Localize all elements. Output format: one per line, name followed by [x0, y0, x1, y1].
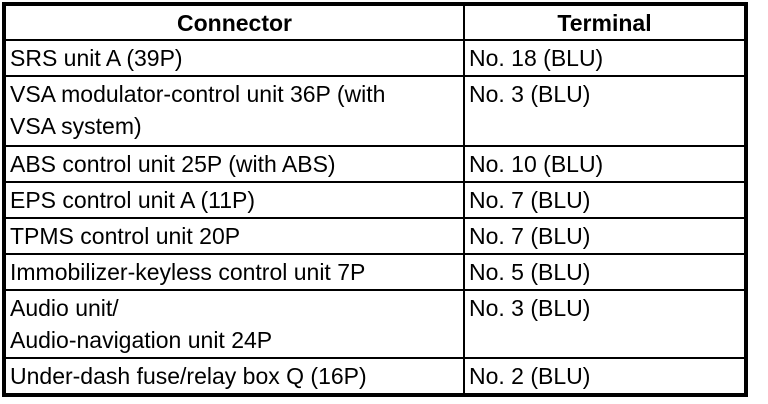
- terminal-cell: No. 5 (BLU): [463, 253, 747, 291]
- connector-cell: TPMS control unit 20P: [3, 217, 465, 255]
- connector-terminal-table: Connector Terminal SRS unit A (39P) No. …: [2, 2, 748, 397]
- terminal-cell: No. 18 (BLU): [463, 39, 747, 77]
- table-row: Immobilizer-keyless control unit 7P No. …: [3, 253, 747, 291]
- connector-cell: SRS unit A (39P): [3, 39, 465, 77]
- table-row: SRS unit A (39P) No. 18 (BLU): [3, 39, 747, 77]
- terminal-cell: No. 3 (BLU): [463, 75, 747, 147]
- connector-cell: Audio unit/ Audio-navigation unit 24P: [3, 289, 465, 359]
- terminal-cell: No. 3 (BLU): [463, 289, 747, 359]
- terminal-column-header: Terminal: [463, 3, 747, 41]
- table-row: TPMS control unit 20P No. 7 (BLU): [3, 217, 747, 255]
- table-row: ABS control unit 25P (with ABS) No. 10 (…: [3, 145, 747, 183]
- table-row: EPS control unit A (11P) No. 7 (BLU): [3, 181, 747, 219]
- table-row: Under-dash fuse/relay box Q (16P) No. 2 …: [3, 357, 747, 396]
- connector-cell: ABS control unit 25P (with ABS): [3, 145, 465, 183]
- terminal-cell: No. 2 (BLU): [463, 357, 747, 396]
- table-row: VSA modulator-control unit 36P (with VSA…: [3, 75, 747, 147]
- table-header-row: Connector Terminal: [3, 3, 747, 41]
- connector-cell: Under-dash fuse/relay box Q (16P): [3, 357, 465, 396]
- connector-column-header: Connector: [3, 3, 465, 41]
- connector-cell: VSA modulator-control unit 36P (with VSA…: [3, 75, 465, 147]
- terminal-cell: No. 10 (BLU): [463, 145, 747, 183]
- terminal-cell: No. 7 (BLU): [463, 181, 747, 219]
- connector-cell: Immobilizer-keyless control unit 7P: [3, 253, 465, 291]
- table-row: Audio unit/ Audio-navigation unit 24P No…: [3, 289, 747, 359]
- terminal-cell: No. 7 (BLU): [463, 217, 747, 255]
- connector-cell: EPS control unit A (11P): [3, 181, 465, 219]
